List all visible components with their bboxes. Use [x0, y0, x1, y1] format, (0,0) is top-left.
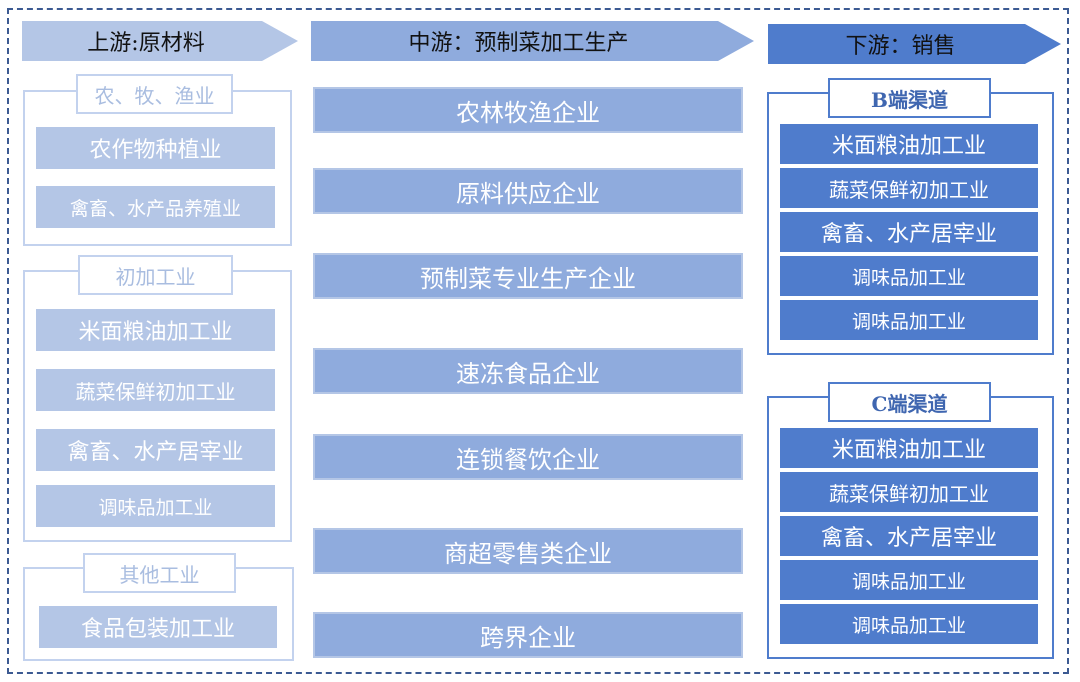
downstream-group-title: B端渠道 — [828, 78, 991, 118]
downstream-item: 米面粮油加工业 — [780, 428, 1038, 468]
upstream-item: 禽畜、水产品养殖业 — [36, 186, 275, 228]
midstream-item: 商超零售类企业 — [313, 528, 743, 574]
upstream-item: 调味品加工业 — [36, 485, 275, 527]
upstream-group-title: 初加工业 — [78, 255, 233, 295]
upstream-item: 食品包装加工业 — [39, 606, 277, 648]
upstream-group-title: 其他工业 — [83, 553, 236, 593]
midstream-item: 连锁餐饮企业 — [313, 434, 743, 480]
midstream-item: 原料供应企业 — [313, 168, 743, 214]
stage-upstream-label: 上游:原材料 — [87, 31, 205, 56]
downstream-group-title: C端渠道 — [828, 382, 991, 422]
downstream-item: 调味品加工业 — [780, 560, 1038, 600]
stage-midstream-label: 中游：预制菜加工生产 — [408, 31, 629, 56]
diagram-frame — [7, 8, 1069, 674]
stage-upstream-arrow: 上游:原材料 — [22, 21, 298, 61]
midstream-item: 跨界企业 — [313, 612, 743, 658]
downstream-item: 蔬菜保鲜初加工业 — [780, 472, 1038, 512]
downstream-item: 禽畜、水产居宰业 — [780, 212, 1038, 252]
upstream-item: 农作物种植业 — [36, 127, 275, 169]
stage-downstream-arrow: 下游：销售 — [768, 24, 1061, 64]
upstream-group-title: 农、牧、渔业 — [76, 74, 233, 114]
downstream-item: 调味品加工业 — [780, 256, 1038, 296]
upstream-item: 禽畜、水产居宰业 — [36, 429, 275, 471]
stage-midstream-arrow: 中游：预制菜加工生产 — [311, 21, 754, 61]
downstream-item: 禽畜、水产居宰业 — [780, 516, 1038, 556]
midstream-item: 预制菜专业生产企业 — [313, 253, 743, 299]
downstream-item: 调味品加工业 — [780, 300, 1038, 340]
downstream-item: 调味品加工业 — [780, 604, 1038, 644]
stage-downstream-label: 下游：销售 — [845, 34, 956, 59]
downstream-item: 米面粮油加工业 — [780, 124, 1038, 164]
midstream-item: 速冻食品企业 — [313, 348, 743, 394]
upstream-item: 米面粮油加工业 — [36, 309, 275, 351]
upstream-item: 蔬菜保鲜初加工业 — [36, 369, 275, 411]
downstream-item: 蔬菜保鲜初加工业 — [780, 168, 1038, 208]
midstream-item: 农林牧渔企业 — [313, 87, 743, 133]
